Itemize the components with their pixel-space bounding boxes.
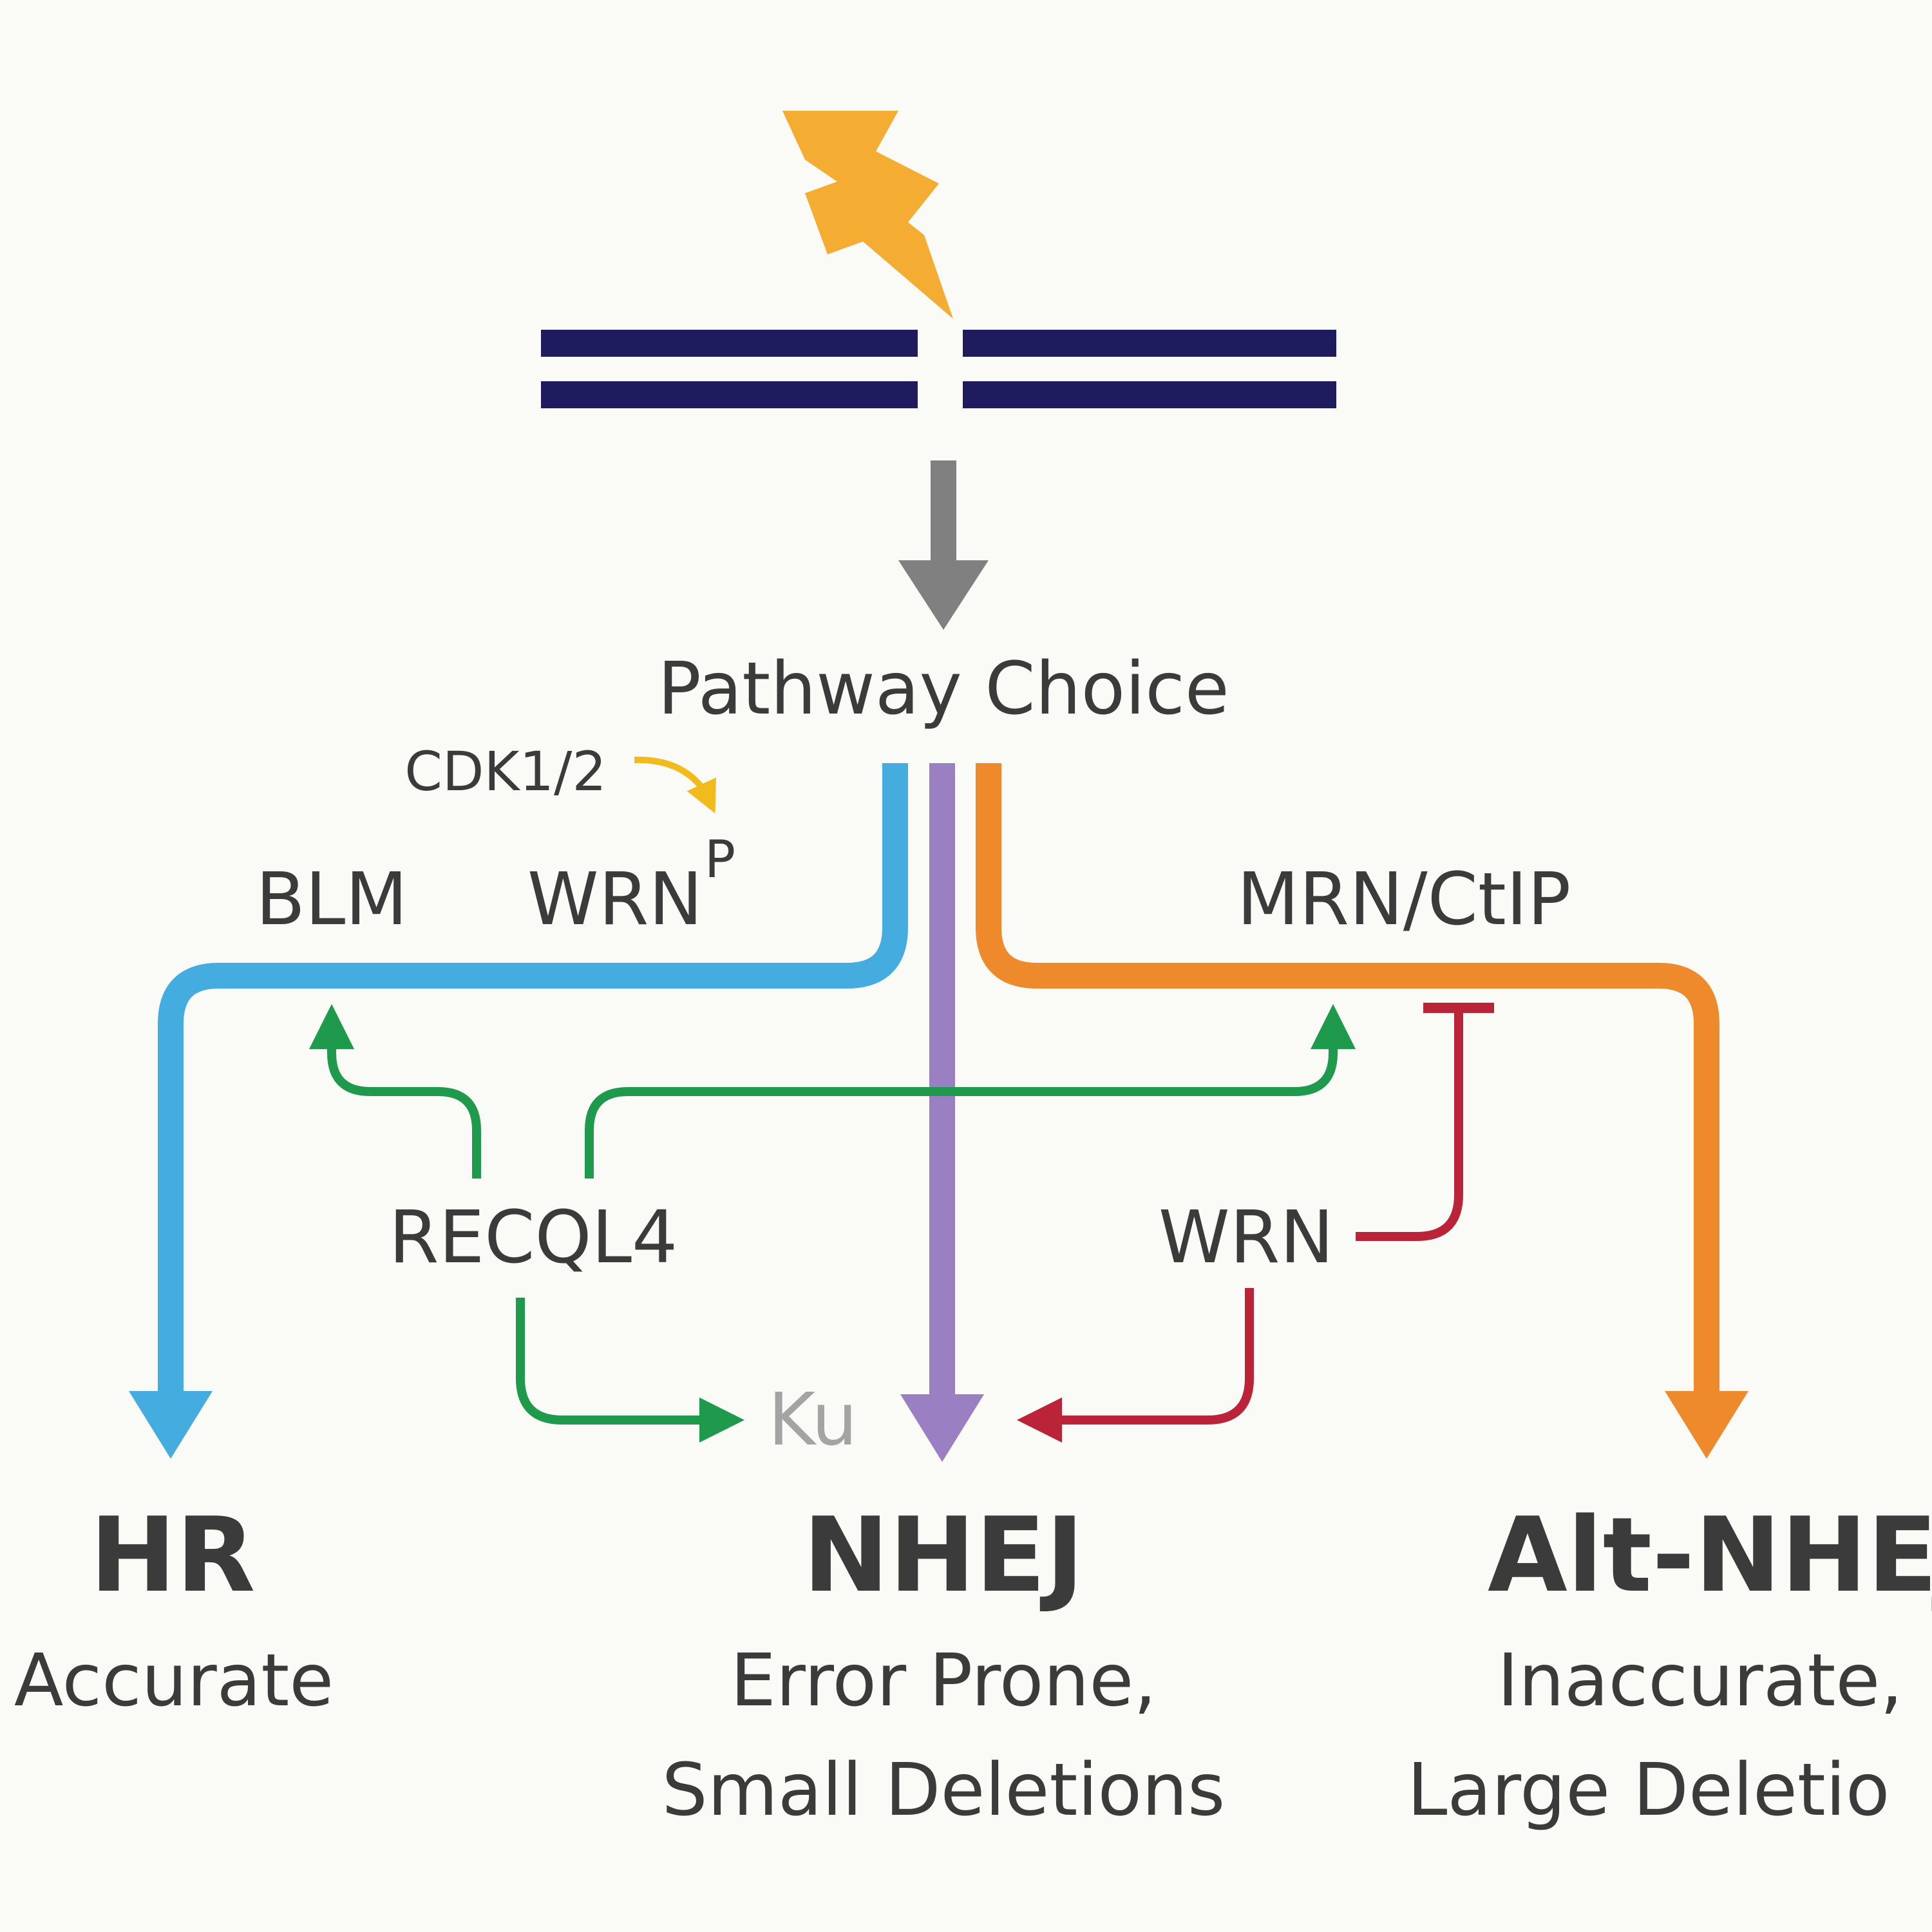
nhej-pathway-arrow [900, 763, 984, 1462]
hr-title: HR [90, 1495, 255, 1615]
wrn-to-nhej-arrow [1017, 1288, 1254, 1443]
recql4-to-blm-arrow [309, 1004, 481, 1179]
wrn-phosphorylated-label: WRN [527, 858, 703, 942]
nhej-description-line2: Small Deletions [662, 1748, 1226, 1832]
alt-nhej-description-line2: Large Deletio [1407, 1748, 1889, 1832]
dna-strand-left-top [541, 330, 918, 357]
lightning-bolt-icon [782, 111, 953, 319]
dna-strand-left-bottom [541, 381, 918, 408]
recql4-to-ku-arrow [516, 1298, 744, 1443]
cdk-label: CDK1/2 [404, 740, 607, 803]
ku-label: Ku [768, 1378, 858, 1462]
phospho-mark: P [705, 829, 735, 889]
alt-nhej-description-line1: Inaccurate, [1497, 1639, 1903, 1723]
damage-to-choice-arrow [898, 460, 989, 630]
recql4-label: RECQL4 [389, 1196, 678, 1280]
dna-strand-right-top [963, 330, 1336, 357]
dna-strand-right-bottom [963, 381, 1336, 408]
wrn-inhibits-mrn-ctip [1356, 1003, 1494, 1241]
cdk-phosphorylation-arrow [634, 756, 716, 814]
alt-nhej-pathway-arrow [976, 763, 1748, 1459]
recql4-to-mrn-ctip-arrow [585, 1004, 1356, 1179]
wrn-label: WRN [1159, 1196, 1334, 1280]
hr-pathway-arrow [129, 763, 908, 1459]
pathway-choice-label: Pathway Choice [658, 647, 1229, 731]
broken-dna-double-strand [541, 330, 1336, 408]
hr-description-line1: Accurate [14, 1639, 334, 1723]
nhej-title: NHEJ [803, 1495, 1084, 1615]
mrn-ctip-label: MRN/CtIP [1237, 858, 1571, 942]
nhej-description-line1: Error Prone, [730, 1639, 1157, 1723]
blm-label: BLM [256, 858, 408, 942]
alt-nhej-title: Alt-NHEJ [1488, 1495, 1932, 1615]
